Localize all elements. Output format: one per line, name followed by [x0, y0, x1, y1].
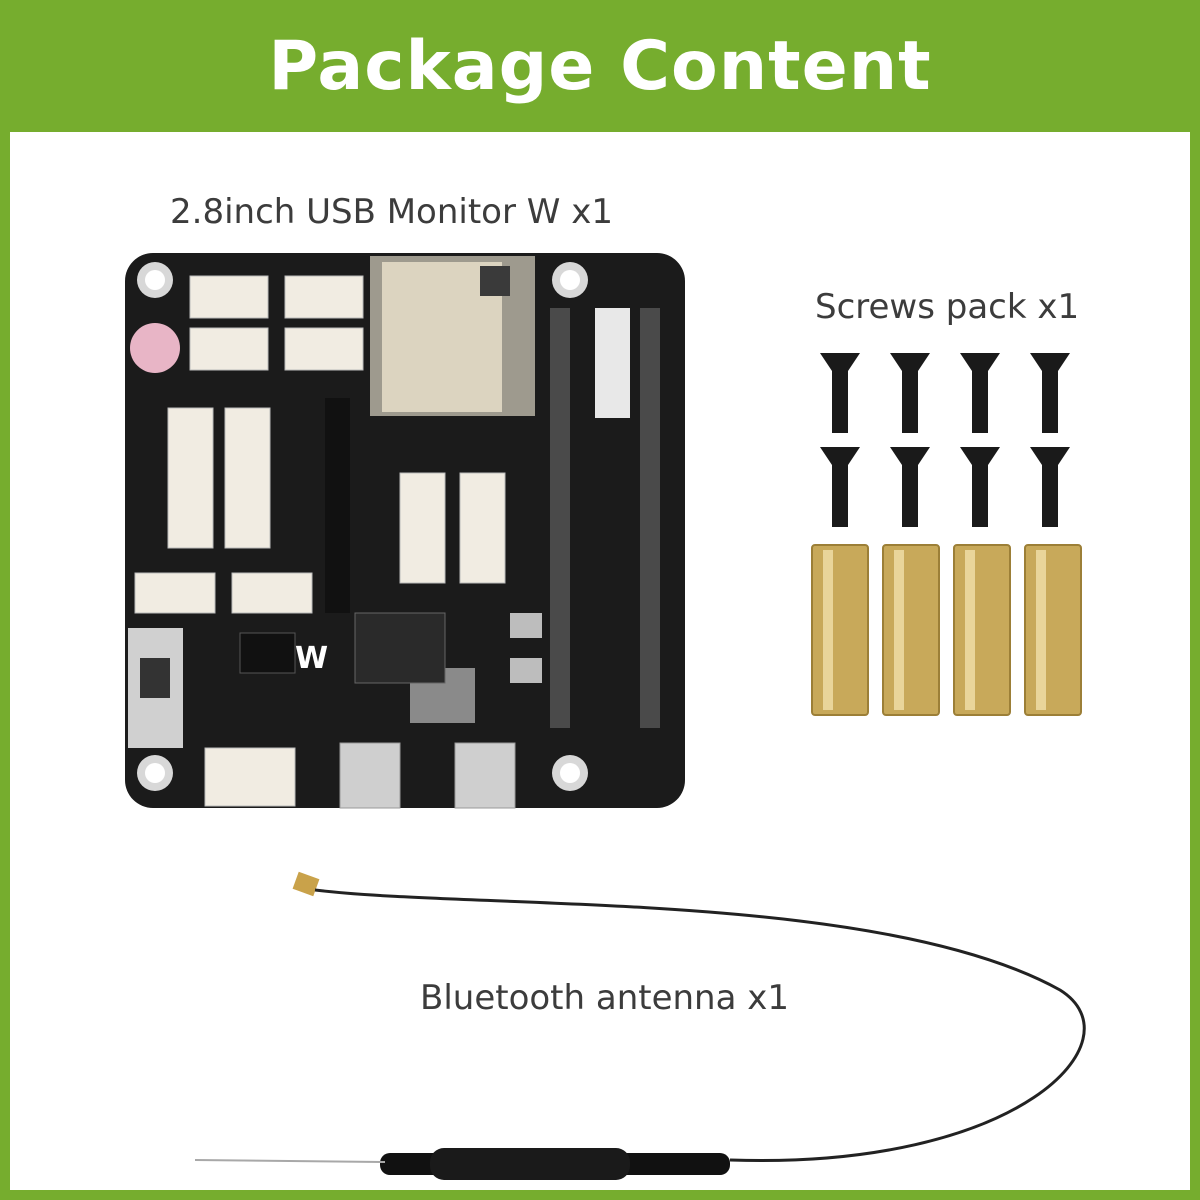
board-caption: 2.8inch USB Monitor W x1	[170, 192, 613, 232]
waveshare-logo: W	[295, 641, 328, 676]
page-title: Package Content	[268, 26, 932, 106]
screws-image	[811, 353, 1082, 716]
antenna-image	[194, 871, 1086, 1180]
pcb-board-image: W	[125, 253, 685, 809]
antenna-caption: Bluetooth antenna x1	[420, 978, 789, 1018]
header-banner: Package Content	[0, 0, 1200, 132]
mounting-hole-icon	[137, 262, 588, 791]
screws-caption: Screws pack x1	[815, 287, 1080, 327]
